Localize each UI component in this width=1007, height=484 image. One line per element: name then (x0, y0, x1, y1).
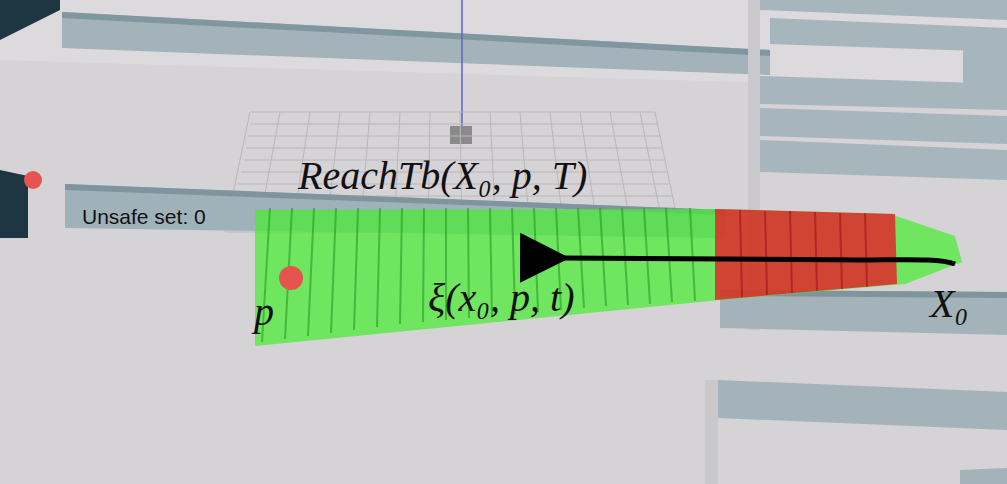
start-set-label: X₀ (930, 282, 968, 326)
status-text: Unsafe set: 0 (82, 205, 206, 228)
trajectory-label: ξ(x₀, p, t) (428, 276, 575, 320)
reach-tube-label: ReachTb(X₀, p, T) (298, 154, 587, 198)
goal-label: p (254, 290, 274, 334)
